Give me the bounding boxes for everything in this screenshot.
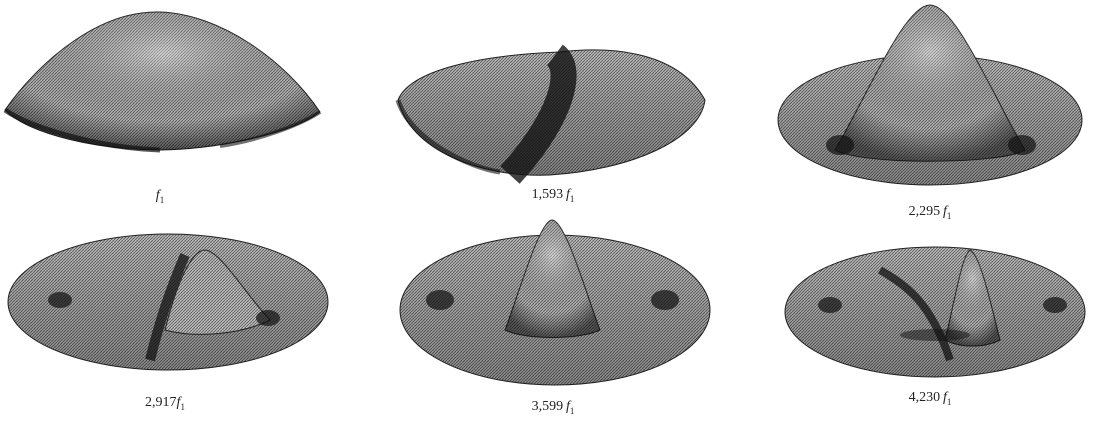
- mode-4-surface: [8, 234, 328, 370]
- caption-mode-4: 2,917f1: [145, 395, 185, 412]
- caption-mode-2: 1,593 f1: [532, 187, 575, 204]
- caption-mode-6: 4,230 f1: [909, 390, 952, 407]
- caption-mode-3: 2,295 f1: [909, 204, 952, 221]
- caption-mode-5: 3,599 f1: [532, 399, 575, 416]
- mode-3-surface: [778, 5, 1082, 185]
- mode-2-surface: [398, 50, 705, 175]
- mode-1-surface: [5, 12, 320, 150]
- mode-5-surface: [400, 220, 710, 385]
- mode-6-surface: [785, 247, 1085, 377]
- caption-mode-1: f1: [156, 188, 164, 205]
